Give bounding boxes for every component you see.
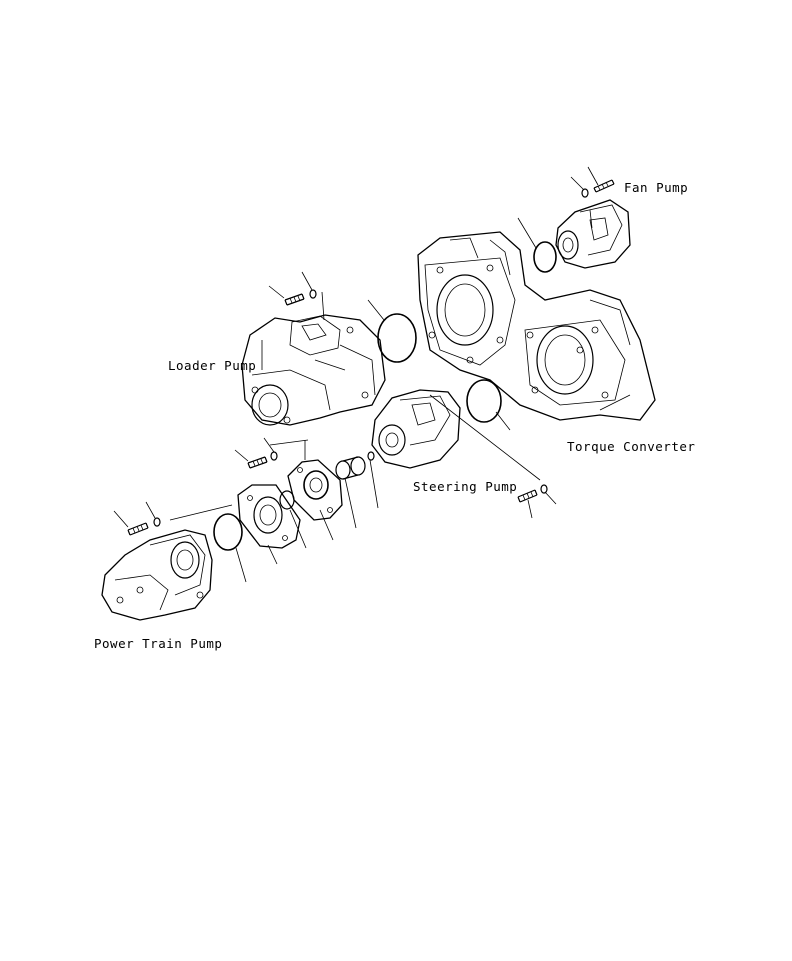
steering-pump-bolt bbox=[517, 489, 538, 503]
loader-pump-body bbox=[241, 314, 386, 426]
torque-converter-housing bbox=[417, 231, 656, 421]
power-train-leaders bbox=[113, 501, 233, 528]
adapter-plate bbox=[287, 459, 343, 521]
coupling bbox=[335, 456, 366, 480]
loader-pump-bolt bbox=[284, 293, 305, 306]
loader-pump-label: Loader Pump bbox=[168, 358, 257, 373]
loader-pump-o-ring bbox=[377, 313, 417, 363]
power-train-o-ring bbox=[213, 513, 243, 551]
adapter-bolt-leaders bbox=[234, 437, 309, 462]
small-o-ring bbox=[367, 451, 375, 461]
loader-pump-leaders bbox=[268, 271, 385, 321]
fan-pump-o-ring bbox=[533, 241, 557, 273]
steering-pump-label: Steering Pump bbox=[413, 479, 518, 494]
fan-pump-label: Fan Pump bbox=[624, 180, 689, 195]
power-train-pump-label: Power Train Pump bbox=[94, 636, 223, 651]
fan-pump-washer bbox=[581, 188, 589, 198]
adapter-leaders bbox=[304, 440, 379, 541]
adapter-bolt bbox=[247, 456, 268, 469]
flange-plate bbox=[237, 484, 301, 549]
steering-pump-body bbox=[371, 389, 461, 469]
fan-pump-body bbox=[555, 199, 631, 269]
torque-converter-leaders bbox=[429, 394, 541, 481]
fan-pump-leaders bbox=[517, 166, 599, 249]
fan-pump-bolt bbox=[593, 179, 615, 193]
power-train-pump-body bbox=[101, 529, 213, 621]
torque-converter-label: Torque Converter bbox=[567, 439, 696, 454]
flange-o-ring bbox=[279, 490, 295, 510]
loader-pump-washer bbox=[309, 289, 317, 299]
torque-converter-o-ring bbox=[466, 379, 502, 423]
power-train-pump-washer bbox=[153, 517, 161, 527]
steering-pump-leaders bbox=[527, 491, 557, 519]
steering-pump-washer bbox=[540, 484, 548, 494]
flange-leaders bbox=[235, 509, 307, 583]
adapter-washer bbox=[270, 451, 278, 461]
power-train-pump-bolt bbox=[127, 522, 149, 536]
